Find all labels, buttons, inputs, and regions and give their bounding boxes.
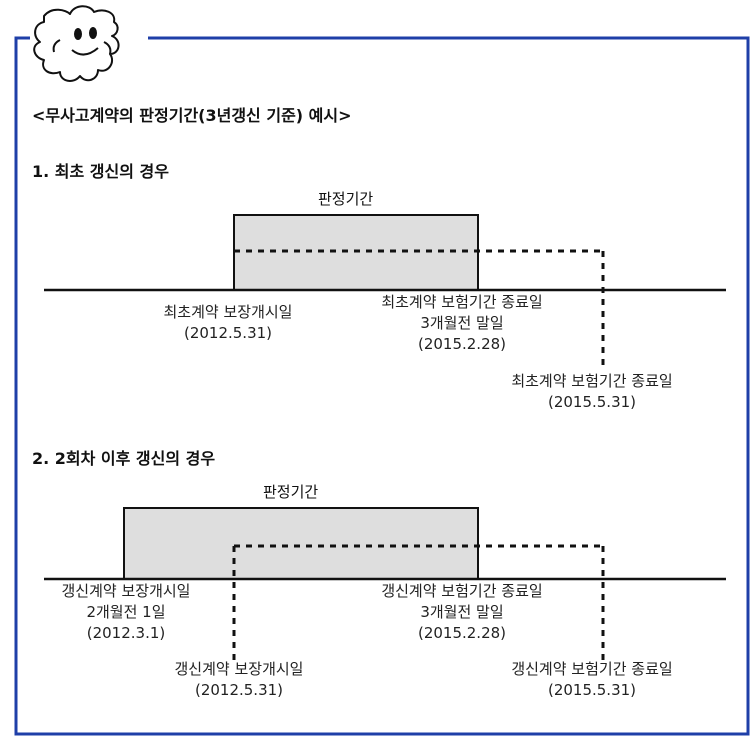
case1-timeline: [44, 214, 726, 370]
case2-period-label: 판정기간: [263, 483, 319, 501]
case1-heading: 1. 최초 갱신의 경우: [32, 162, 169, 181]
diagram-title: <무사고계약의 판정기간(3년갱신 기준) 예시>: [32, 106, 352, 125]
case2-period-box: [123, 507, 479, 580]
frame-border: [14, 36, 750, 736]
case1-start-label: 최초계약 보장개시일 (2012.5.31): [163, 303, 293, 342]
case1-period-label: 판정기간: [318, 190, 374, 208]
case2-end-label: 갱신계약 보험기간 종료일 (2015.5.31): [511, 660, 673, 699]
case1-end-label: 최초계약 보험기간 종료일 (2015.5.31): [511, 372, 673, 411]
case2-timeline: [44, 507, 726, 662]
case1-cutoff-label: 최초계약 보험기간 종료일 3개월전 말일 (2015.2.28): [381, 293, 543, 353]
puzzle-mascot-icon: [33, 5, 120, 82]
case2-start-label: 갱신계약 보장개시일 2개월전 1일 (2012.3.1): [61, 582, 191, 642]
case2-heading: 2. 2회차 이후 갱신의 경우: [32, 449, 216, 468]
case2-cutoff-label: 갱신계약 보험기간 종료일 3개월전 말일 (2015.2.28): [381, 582, 543, 642]
case2-renewal-start-label: 갱신계약 보장개시일 (2012.5.31): [174, 660, 304, 699]
